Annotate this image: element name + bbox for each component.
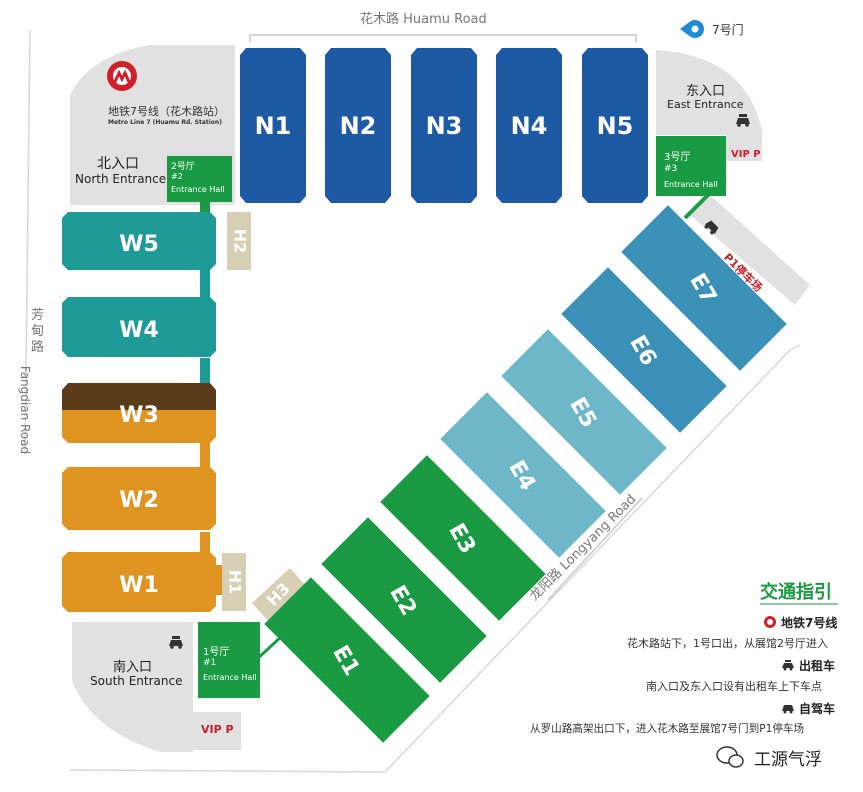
hall-w1[interactable]: W1 [62,552,216,612]
hall-w5-label: W5 [119,232,159,257]
hall3-no: #3 [664,164,678,174]
connector-w4-w3 [200,358,210,383]
hall-n1[interactable]: N1 [240,48,306,203]
car-icon-p1 [704,220,719,235]
hall-h2-label: H2 [231,229,250,254]
taxi-icon-east [736,114,750,127]
venue-boundary [24,29,801,773]
hall1-cn: 1号厅 [203,647,230,658]
vip-parking-south-area [193,712,241,750]
legend-car-icon [782,705,794,714]
legend-car-head: 自驾车 [799,702,836,716]
south-entrance-cn: 南入口 [113,660,153,675]
longyang-road-line [547,497,643,601]
hall2-cn: 2号厅 [171,162,195,172]
hall-e3[interactable]: E3 [380,455,546,621]
east-entrance-cn: 东入口 [686,84,726,99]
connector-w5-w4 [200,270,210,300]
hall-n2-label: N2 [340,112,377,140]
hall-n3[interactable]: N3 [411,48,477,203]
connector-north [200,200,210,214]
hall-w4-label: W4 [119,318,159,343]
hall-n2[interactable]: N2 [325,48,391,203]
legend-metro-icon [764,616,776,628]
vip-parking-south: VIP P [201,723,234,736]
hall-n1-label: N1 [255,112,292,140]
hall1-en: Entrance Hall [203,673,257,682]
p1-parking-area [690,195,810,305]
hall-e2[interactable]: E2 [321,517,487,683]
hall2-no: #2 [171,172,183,181]
metro-station-en: Metro Line 7 (Huamu Rd. Station) [108,119,222,126]
hall-w4[interactable]: W4 [62,297,216,357]
entrance-hall-3[interactable] [656,136,726,196]
hall-e1[interactable]: E1 [264,577,430,743]
legend-taxi-head: 出租车 [799,659,836,673]
legend-metro-desc: 花木路站下，1号口出，从展馆2号厅进入 [627,637,828,650]
hall-e6[interactable]: E6 [561,267,727,433]
hall-h1-label: H1 [226,570,245,595]
hall-n4-label: N4 [511,112,548,140]
metro-logo-icon [107,61,137,91]
legend-taxi-icon [782,660,794,671]
east-halls: E1 E2 E3 E4 E5 E6 E7 [264,205,787,743]
hall-w2-label: W2 [119,488,159,513]
east-entrance-en: East Entrance [667,98,744,111]
legend-taxi-desc: 南入口及东入口设有出租车上下车点 [646,680,822,693]
hall-n5[interactable]: N5 [582,48,648,203]
huamu-road-line [249,34,637,42]
north-entrance-cn: 北入口 [97,156,139,172]
legend-metro-head: 地铁7号线 [781,616,838,630]
watermark: 工源气浮 [754,750,822,770]
west-halls: W5 W4 W3 W2 W1 [62,212,216,612]
hall-h1[interactable]: H1 [222,553,246,611]
entrance-hall-2[interactable] [167,156,232,202]
south-entrance-en: South Entrance [90,674,183,688]
gate-7-label: 7号门 [712,23,744,37]
connector-south [254,633,285,662]
road-label-fangdian-cn: 芳甸路 [31,308,45,355]
hall-e5[interactable]: E5 [501,329,667,495]
legend-title: 交通指引 [760,582,832,603]
hall-w3[interactable]: W3 [62,383,216,443]
road-label-fangdian-en: Fangdian Road [18,365,33,455]
hall-n5-label: N5 [597,112,634,140]
hall1-no: #1 [203,658,217,668]
road-label-huamu: 花木路 Huamu Road [360,12,487,27]
north-halls: N1 N2 N3 N4 N5 [240,48,648,203]
connector-w3-w2 [200,440,210,468]
hall-w3-label: W3 [119,403,159,428]
entrance-hall-1[interactable] [198,622,260,698]
hall-e7[interactable]: E7 [621,205,787,371]
vip-parking-east-area [726,135,762,161]
hall-n3-label: N3 [426,112,463,140]
hall-w1-label: W1 [119,573,159,598]
hall-w2[interactable]: W2 [62,467,216,530]
hall2-en: Entrance Hall [171,185,225,194]
hall-n4[interactable]: N4 [496,48,562,203]
hall3-en: Entrance Hall [664,180,718,189]
south-plaza [72,622,193,752]
venue-boundary-south [69,769,386,773]
hall-h2[interactable]: H2 [227,212,251,270]
east-plaza [656,50,762,135]
north-entrance-en: North Entrance [75,172,167,186]
hall3-cn: 3号厅 [664,152,691,163]
metro-station-cn: 地铁7号线（花木路站） [108,105,225,118]
vip-parking-east: VIP P [731,149,761,160]
hall-e4[interactable]: E4 [440,392,606,558]
taxi-icon-south [169,636,183,649]
gate-7-icon [680,20,704,38]
legend-car-desc: 从罗山路高架出口下，进入花木路至展馆7号门到P1停车场 [530,723,805,735]
connector-w2-w1 [200,532,210,554]
wechat-icon [716,746,744,768]
hall-w5[interactable]: W5 [62,212,216,270]
